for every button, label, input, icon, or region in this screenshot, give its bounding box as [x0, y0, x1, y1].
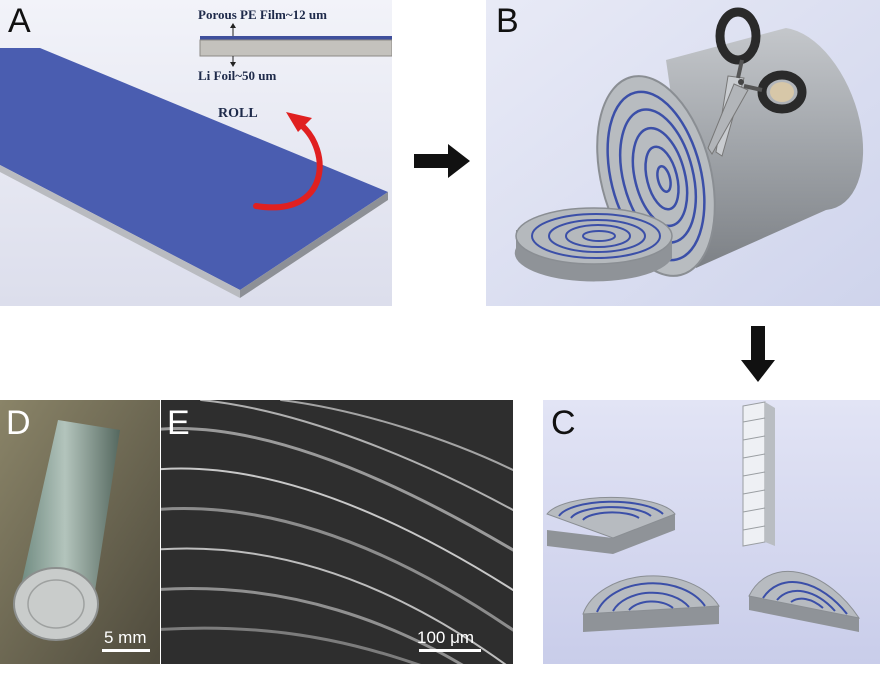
scissors-icon	[686, 6, 816, 166]
panel-label-a: A	[8, 4, 31, 38]
segment-standing-slice	[743, 402, 775, 546]
scale-bar-label-e: 100 μm	[417, 628, 474, 648]
panel-d: D 5 mm	[0, 400, 160, 664]
rolled-cylinder-illustration	[486, 0, 880, 306]
panel-label-b: B	[496, 4, 519, 38]
cut-disc	[516, 208, 672, 264]
panel-label-d: D	[6, 406, 31, 440]
panel-e: E 100 μm	[161, 400, 513, 664]
film-cross-section	[200, 36, 392, 40]
panel-a: A Porous PE Film~12 um Li Foil~50 um ROL…	[0, 0, 392, 306]
panel-b: B	[486, 0, 880, 306]
panel-label-c: C	[551, 406, 576, 440]
arrow-down-icon	[741, 326, 775, 382]
film-thickness-label: Porous PE Film~12 um	[198, 7, 327, 23]
panel-label-e: E	[167, 406, 190, 440]
scale-bar-d	[102, 649, 150, 652]
scale-bar-e	[419, 649, 481, 652]
panel-c: C	[543, 400, 880, 664]
sem-micrograph	[161, 400, 513, 664]
scale-bar-label-d: 5 mm	[104, 628, 147, 648]
sliced-segments-illustration	[543, 400, 880, 664]
film-strip-illustration	[0, 0, 392, 306]
roll-label: ROLL	[218, 106, 258, 122]
foil-cross-section	[200, 40, 392, 56]
rod-end-face	[14, 568, 98, 640]
foil-thickness-label: Li Foil~50 um	[198, 68, 276, 84]
arrow-right-icon	[414, 144, 470, 178]
